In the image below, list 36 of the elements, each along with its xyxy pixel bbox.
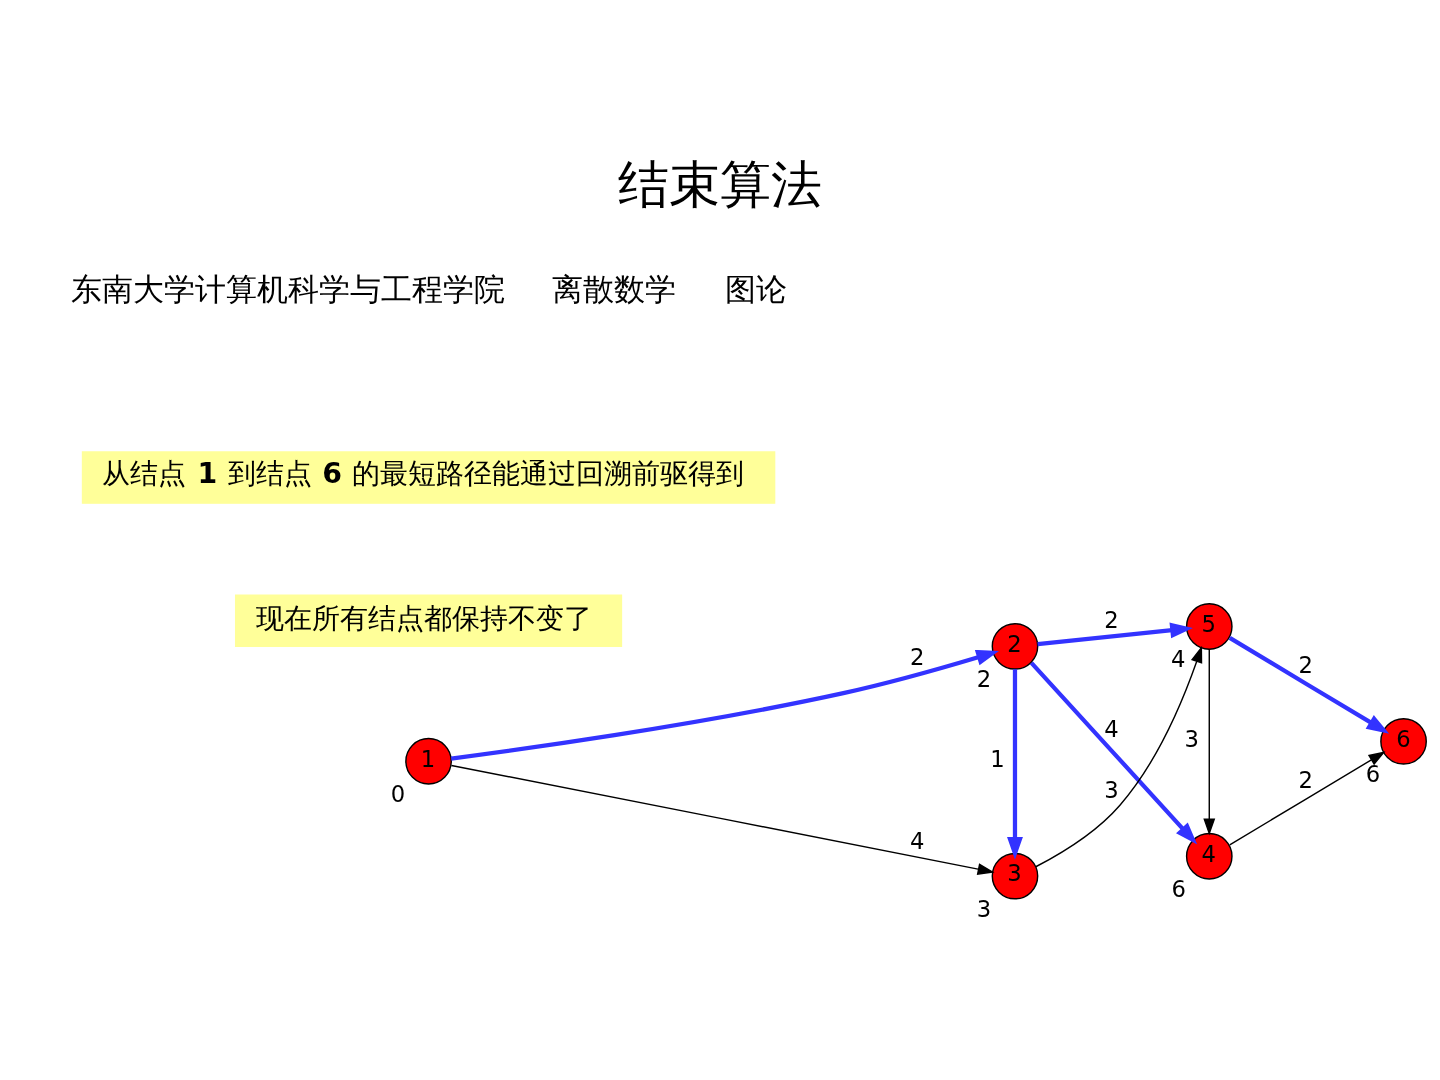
edge-label: 1 — [990, 745, 1005, 772]
node-box: 从结点 1 到结点 6 的最短路径能通过回溯前驱得到 — [81, 451, 776, 504]
node-circle: 3 — [991, 852, 1039, 900]
node-label: 2 — [976, 666, 992, 693]
node-circle: 1 — [405, 737, 452, 785]
node-label: 3 — [976, 895, 992, 922]
arrow — [450, 649, 999, 761]
edge-label: 2 — [1298, 652, 1314, 679]
label: 东南大学计算机科学与工程学院 — [71, 270, 506, 307]
arrow — [1035, 645, 1203, 868]
edge-label: 2 — [1104, 606, 1119, 633]
edge-label: 2 — [910, 643, 925, 670]
node-box: 现在所有结点都保持不变了 — [235, 594, 623, 648]
label: 离散数学 — [551, 270, 676, 307]
edge-label: 3 — [1104, 776, 1119, 803]
edge-label: 2 — [1298, 766, 1314, 793]
arrow — [1203, 648, 1216, 836]
arrow — [1037, 622, 1193, 647]
arrow — [1029, 661, 1198, 845]
label: 图论 — [724, 270, 787, 307]
diagram-title: 结束算法 — [618, 155, 822, 215]
node-circle: 5 — [1185, 603, 1233, 650]
edge-label: 4 — [910, 827, 925, 854]
node-label: 0 — [390, 781, 406, 808]
edge-label: 3 — [1184, 725, 1199, 752]
node-label: 4 — [1170, 646, 1186, 673]
node-circle: 2 — [991, 622, 1039, 670]
node-label: 6 — [1365, 761, 1381, 788]
node-circle: 4 — [1185, 832, 1233, 880]
arrow — [1007, 669, 1023, 860]
node-label: 6 — [1171, 876, 1186, 903]
node-circle: 6 — [1380, 718, 1427, 765]
arrow — [1229, 751, 1386, 846]
arrow — [450, 764, 995, 875]
arrow — [1228, 636, 1390, 734]
edge-label: 4 — [1104, 715, 1119, 742]
